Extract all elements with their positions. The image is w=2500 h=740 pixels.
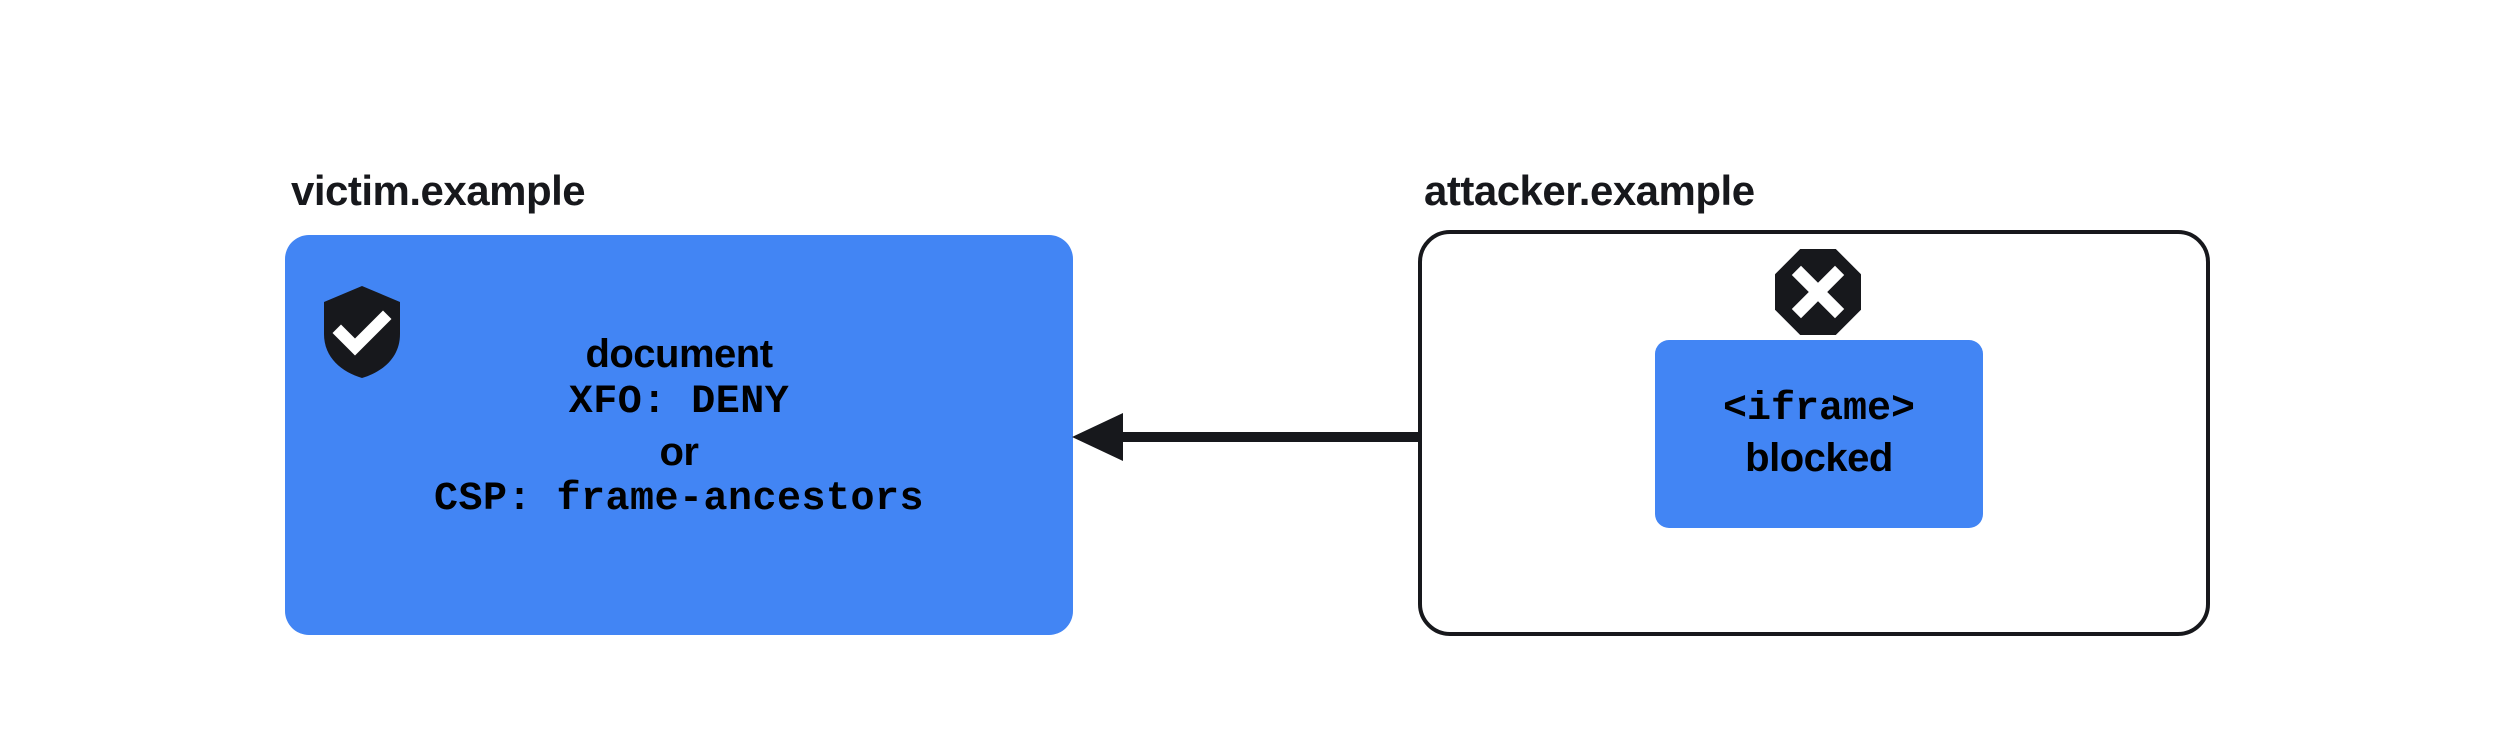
victim-origin-label: victim.example	[291, 167, 586, 214]
iframe-state-label: blocked	[1745, 436, 1893, 480]
victim-origin-panel	[285, 235, 1073, 635]
shield-check-icon	[324, 286, 400, 378]
policy-line-csp: CSP: frame-ancestors	[433, 477, 925, 523]
victim-policy-text: document XFO: DENY or CSP: frame-ancesto…	[285, 330, 1073, 525]
attacker-origin-label: attacker.example	[1424, 167, 1755, 214]
x-octagon-icon	[1775, 249, 1861, 335]
policy-line-xfo: XFO: DENY	[568, 379, 790, 425]
policy-line-or: or	[659, 429, 700, 474]
blocked-embed-arrow	[1065, 405, 1665, 469]
iframe-tag-label: <iframe>	[1722, 387, 1916, 432]
policy-line-document: document	[585, 332, 773, 376]
blocked-iframe-box: <iframe> blocked	[1655, 340, 1983, 528]
